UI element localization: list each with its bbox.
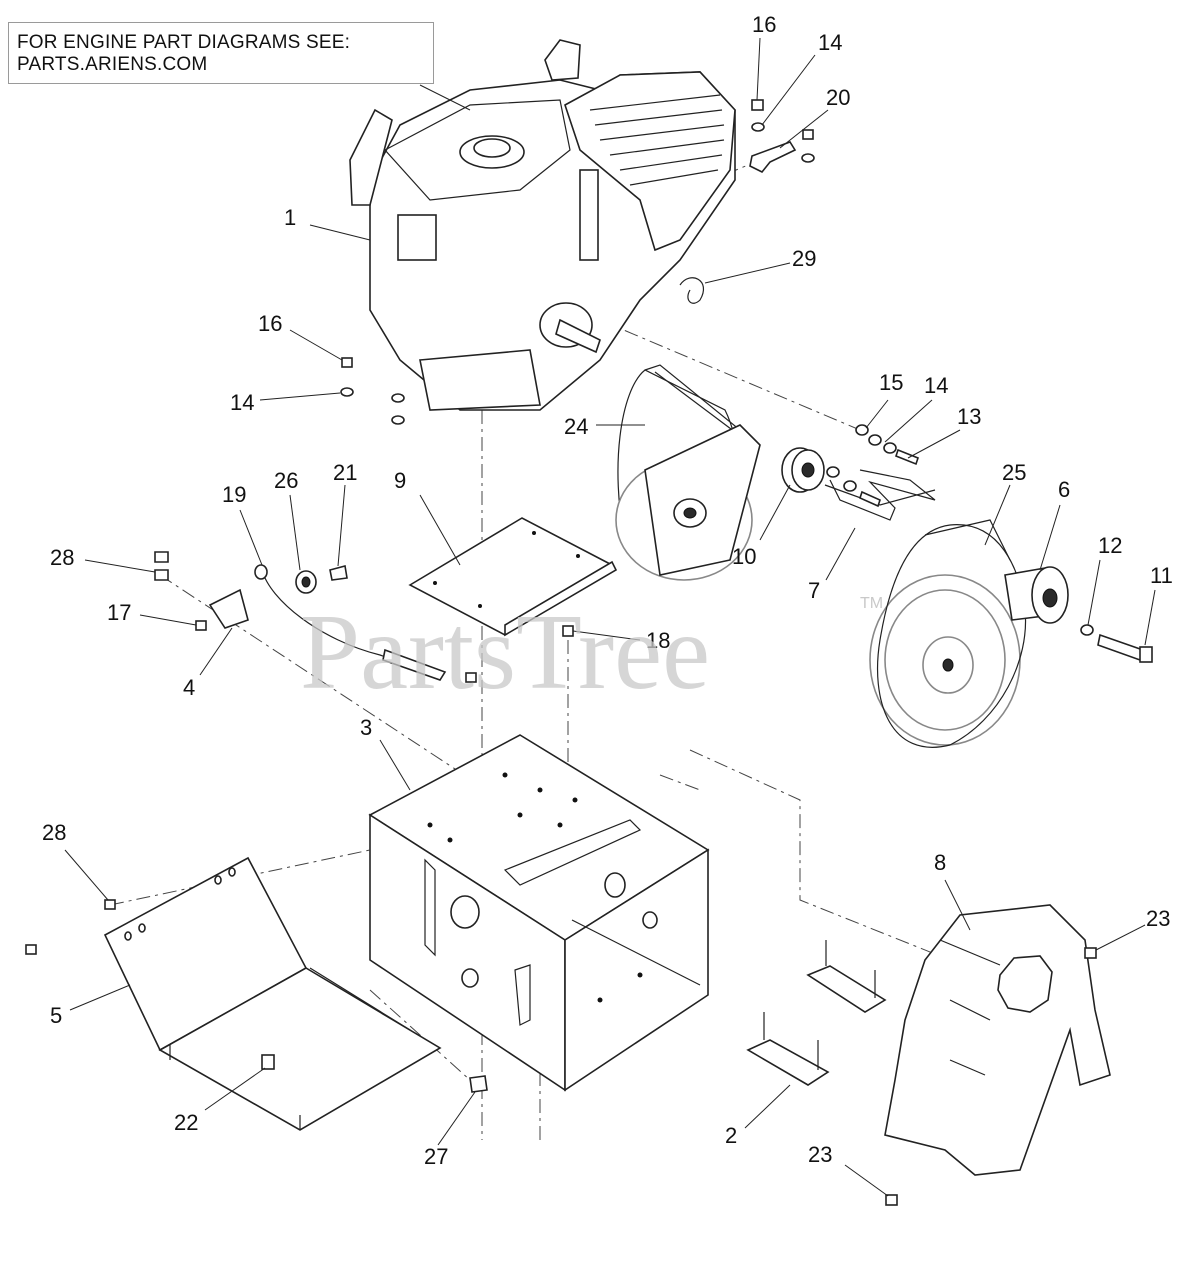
callout-20: 20 bbox=[826, 85, 850, 110]
callout-12: 12 bbox=[1098, 533, 1122, 558]
hub-washer[interactable] bbox=[1080, 624, 1094, 636]
idler-hardware[interactable] bbox=[855, 424, 919, 466]
callout-26: 26 bbox=[274, 468, 298, 493]
callout-24: 24 bbox=[564, 414, 588, 439]
callout-28-upper: 28 bbox=[50, 545, 74, 570]
left-hardware[interactable] bbox=[340, 357, 405, 425]
cable-assembly[interactable] bbox=[254, 564, 447, 681]
muffler-grille bbox=[589, 94, 725, 186]
callout-27: 27 bbox=[424, 1144, 448, 1169]
callout-5: 5 bbox=[50, 1003, 62, 1028]
engine-diagram-note: FOR ENGINE PART DIAGRAMS SEE: PARTS.ARIE… bbox=[8, 22, 434, 84]
watermark-tm: TM bbox=[860, 595, 883, 612]
engine-clip[interactable] bbox=[679, 277, 705, 304]
leader-lines bbox=[64, 37, 1156, 1197]
side-panel[interactable] bbox=[103, 856, 442, 1131]
callout-28-lower: 28 bbox=[42, 820, 66, 845]
auger-cover[interactable] bbox=[884, 904, 1111, 1176]
panel-clip[interactable] bbox=[261, 1054, 275, 1070]
idler-bracket[interactable] bbox=[824, 466, 936, 521]
callout-23-right: 23 bbox=[1146, 906, 1170, 931]
callout-2: 2 bbox=[725, 1123, 737, 1148]
callout-6: 6 bbox=[1058, 477, 1070, 502]
cover-screws[interactable] bbox=[885, 947, 1097, 1206]
callout-23-bottom: 23 bbox=[808, 1142, 832, 1167]
watermark-text: PartsTree bbox=[300, 593, 710, 712]
idler-pulley[interactable] bbox=[781, 447, 825, 493]
engine[interactable] bbox=[349, 39, 736, 411]
callout-3: 3 bbox=[360, 715, 372, 740]
mounting-brackets[interactable] bbox=[746, 940, 887, 1086]
callout-16-upper: 16 bbox=[752, 12, 776, 37]
drive-hub[interactable] bbox=[1004, 566, 1069, 624]
watermark: PartsTree TM bbox=[300, 593, 883, 712]
bushing-bolt[interactable] bbox=[329, 565, 348, 581]
callout-14-right: 14 bbox=[924, 373, 948, 398]
callout-11: 11 bbox=[1150, 563, 1173, 588]
callout-15: 15 bbox=[879, 370, 903, 395]
auger-pulley[interactable] bbox=[615, 424, 761, 581]
cable-bushing[interactable] bbox=[295, 570, 317, 594]
floor-screw[interactable] bbox=[465, 672, 477, 683]
note-line-1: FOR ENGINE PART DIAGRAMS SEE: bbox=[17, 32, 351, 53]
callout-10: 10 bbox=[732, 544, 756, 569]
callout-22: 22 bbox=[174, 1110, 198, 1135]
drive-pulley[interactable] bbox=[869, 574, 1021, 746]
callout-14-upper: 14 bbox=[818, 30, 842, 55]
upper-hardware[interactable] bbox=[749, 99, 815, 174]
callout-14-left: 14 bbox=[230, 390, 254, 415]
callout-16-left: 16 bbox=[258, 311, 282, 336]
frame-bolt[interactable] bbox=[469, 1075, 488, 1093]
cable-bracket[interactable] bbox=[208, 588, 249, 629]
callout-7: 7 bbox=[808, 578, 820, 603]
callout-25: 25 bbox=[1002, 460, 1026, 485]
callout-8: 8 bbox=[934, 850, 946, 875]
bracket-nut[interactable] bbox=[195, 620, 207, 631]
callout-17: 17 bbox=[107, 600, 131, 625]
callout-13: 13 bbox=[957, 404, 981, 429]
callout-numbers: 1 2 3 4 5 6 7 8 9 10 11 12 13 14 14 14 1… bbox=[42, 12, 1173, 1169]
callout-4: 4 bbox=[183, 675, 195, 700]
callout-1: 1 bbox=[284, 205, 296, 230]
frame[interactable] bbox=[368, 734, 710, 1092]
callout-9: 9 bbox=[394, 468, 406, 493]
callout-18: 18 bbox=[646, 628, 670, 653]
callout-21: 21 bbox=[333, 460, 357, 485]
bracket-bolts[interactable] bbox=[154, 551, 169, 581]
panel-screws[interactable] bbox=[25, 899, 116, 955]
callout-29: 29 bbox=[792, 246, 816, 271]
note-line-2: PARTS.ARIENS.COM bbox=[17, 54, 208, 75]
hub-bolt[interactable] bbox=[1097, 633, 1153, 663]
callout-19: 19 bbox=[222, 482, 246, 507]
mounting-plate[interactable] bbox=[408, 517, 618, 637]
